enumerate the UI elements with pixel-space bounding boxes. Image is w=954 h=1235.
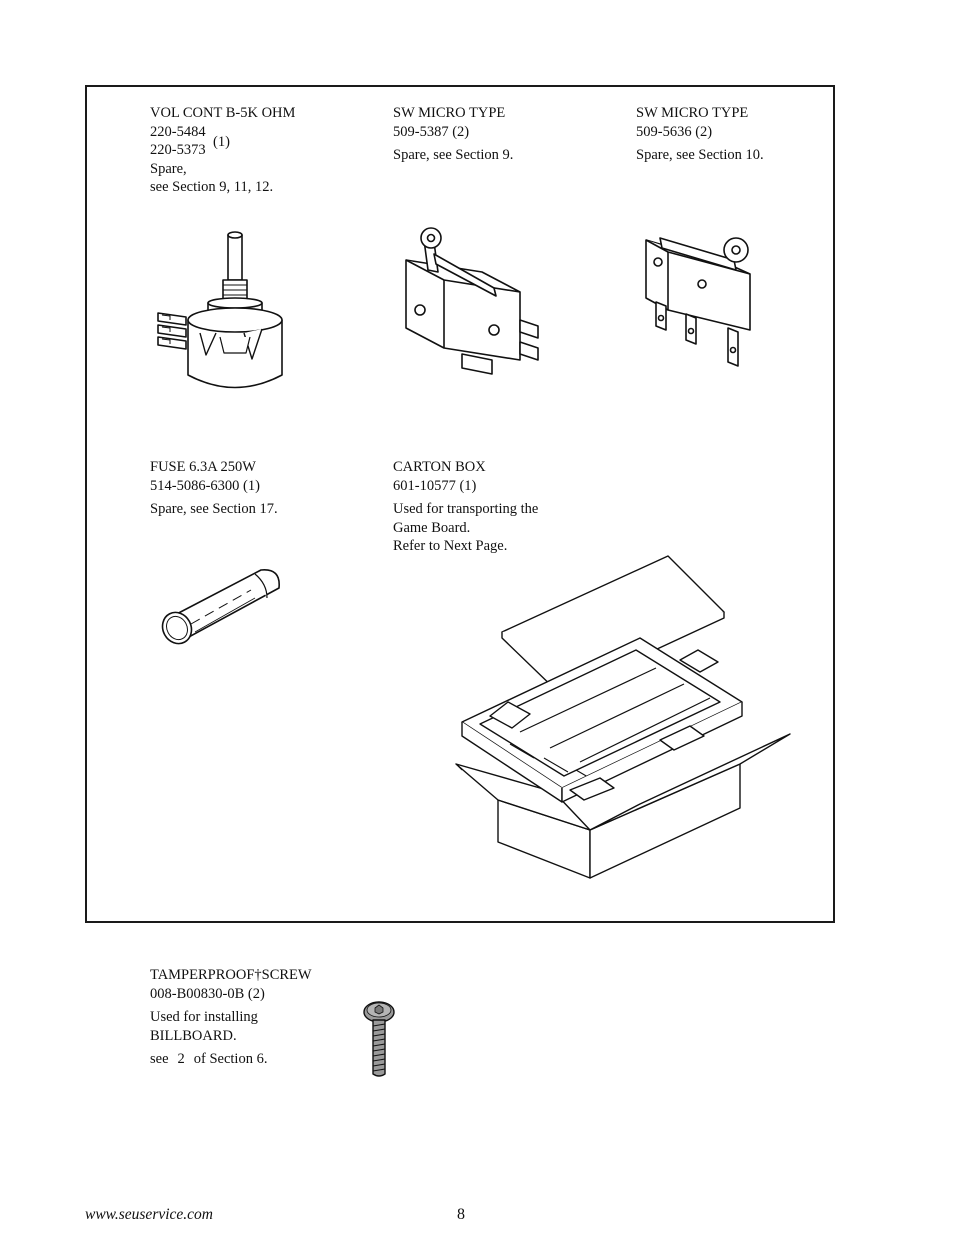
part-note: Spare, see Section 9. [393, 147, 514, 163]
part-name: SW MICRO TYPE [636, 105, 749, 121]
part-tamperproof-screw: TAMPERPROOF†SCREW 008-B00830-0B (2) Used… [150, 966, 312, 1069]
footer-website: www.seuservice.com [85, 1206, 213, 1223]
part-carton-box: CARTON BOX 601-10577 (1) Used for transp… [393, 458, 538, 556]
section-reference: see 2 of Section 6. [150, 1050, 312, 1069]
part-note: Used for installing [150, 1009, 258, 1025]
part-name: SW MICRO TYPE [393, 105, 506, 121]
part-note: Spare, [150, 160, 187, 177]
part-vol-cont: VOL CONT B-5K OHM 220-5484 220-5373 (1) … [150, 104, 295, 197]
part-note: Used for transporting the [393, 501, 539, 517]
part-sw-micro-1: SW MICRO TYPE 509-5387 (2) Spare, see Se… [393, 104, 513, 165]
part-number: 514-5086-6300 (1) [150, 477, 260, 494]
part-sw-micro-2: SW MICRO TYPE 509-5636 (2) Spare, see Se… [636, 104, 764, 165]
part-name: VOL CONT B-5K OHM [150, 105, 296, 121]
reference-prefix: see [150, 1051, 169, 1067]
fuse-drawing [161, 569, 280, 645]
part-quantity: (1) [213, 133, 230, 150]
part-note: Refer to Next Page. [393, 538, 508, 554]
micro-switch-drawing [405, 227, 539, 375]
part-name: TAMPERPROOF†SCREW [150, 967, 312, 983]
part-note: Spare, see Section 10. [636, 147, 764, 163]
part-number: 008-B00830-0B (2) [150, 985, 265, 1002]
potentiometer-drawing [157, 231, 283, 389]
tamperproof-screw-drawing [363, 1001, 395, 1077]
page-number: 8 [457, 1206, 465, 1223]
part-fuse: FUSE 6.3A 250W 514-5086-6300 (1) Spare, … [150, 458, 278, 519]
reference-suffix: of Section 6. [193, 1051, 268, 1067]
part-note: BILLBOARD. [150, 1027, 237, 1044]
part-number-1: 220-5484 [150, 123, 206, 140]
part-numbers: 220-5484 220-5373 (1) [150, 123, 295, 160]
part-number: 509-5636 (2) [636, 123, 713, 140]
part-number: 509-5387 (2) [393, 123, 470, 140]
part-number: 601-10577 (1) [393, 477, 477, 494]
part-name: CARTON BOX [393, 459, 486, 475]
part-note: Spare, see Section 17. [150, 501, 278, 517]
part-note: see Section 9, 11, 12. [150, 179, 274, 195]
part-note: Game Board. [393, 519, 471, 536]
part-name: FUSE 6.3A 250W [150, 459, 256, 475]
part-number-2: 220-5373 [150, 142, 206, 158]
carton-box-drawing [455, 555, 791, 879]
parts-frame [85, 85, 835, 923]
reference-number: 2 [177, 1051, 185, 1067]
micro-switch-drawing [645, 237, 751, 367]
